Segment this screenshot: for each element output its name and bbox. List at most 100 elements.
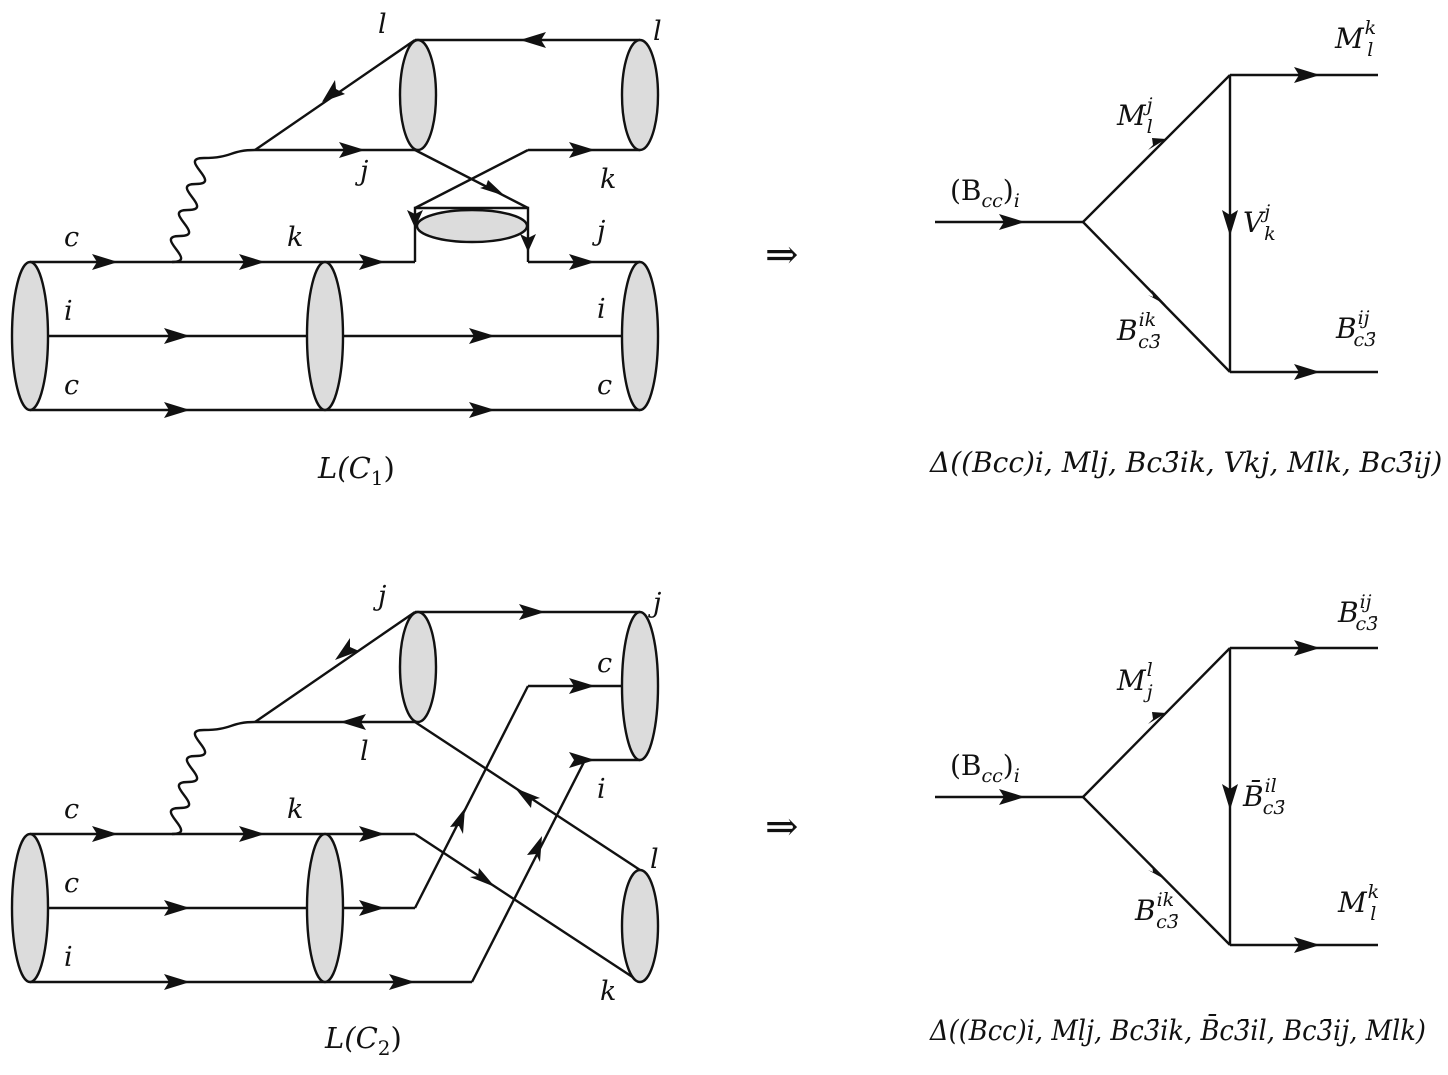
arrow: [322, 80, 345, 102]
label-c: c: [64, 794, 79, 825]
label-j: j: [355, 156, 368, 187]
arrow: [1294, 67, 1320, 83]
arrow: [1294, 640, 1320, 656]
arrow: [1148, 865, 1166, 880]
arrow: [239, 826, 265, 842]
blob-initial: [10, 832, 50, 984]
amplitude-c2: Δ((Bcc)i, Mlj, Bc3̄ik, B̄c3̄il, Bc3̄ij, …: [929, 1013, 1426, 1047]
arrow: [359, 254, 385, 270]
line-i-diagonal: [470, 759, 587, 983]
arrow: [470, 868, 495, 887]
arrow: [999, 214, 1025, 230]
arrow: [469, 402, 495, 418]
blob-final-meson: [620, 868, 660, 984]
arrow: [999, 789, 1025, 805]
arrow: [407, 210, 423, 228]
label-i: i: [597, 774, 606, 805]
arrow: [1222, 210, 1238, 236]
arrow: [1148, 290, 1166, 305]
arrow: [335, 638, 359, 660]
arrow: [164, 328, 190, 344]
blob-meson-left: [398, 38, 438, 152]
arrow: [1148, 138, 1166, 150]
label-i: i: [64, 296, 73, 327]
arrow: [92, 826, 118, 842]
label-k: k: [600, 976, 616, 1007]
line-c-diagonal: [413, 685, 530, 909]
arrow: [389, 974, 415, 990]
arrow: [164, 402, 190, 418]
arrow: [359, 826, 385, 842]
blob-exchange: [415, 208, 529, 244]
arrow: [480, 180, 505, 196]
label-l: l: [650, 844, 659, 875]
label-c: c: [597, 370, 612, 401]
arrow: [164, 900, 190, 916]
arrow: [569, 254, 595, 270]
arrow: [164, 974, 190, 990]
arrow: [469, 328, 495, 344]
line-j-quark: [254, 611, 416, 723]
arrow: [569, 678, 595, 694]
arrow: [569, 142, 595, 158]
label-k: k: [600, 164, 616, 195]
label-k: k: [287, 794, 303, 825]
arrow: [569, 752, 595, 768]
label-initial-bcc: (Bcc)i: [950, 174, 1020, 212]
arrow: [1148, 712, 1166, 724]
w-boson-wavy-line: [169, 720, 256, 836]
arrow: [340, 714, 366, 730]
label-j: j: [373, 581, 386, 612]
blob-final-baryon: [620, 610, 660, 762]
blob-meson-right: [620, 38, 660, 152]
line-upper-leg: [1082, 74, 1231, 223]
arrow: [239, 254, 265, 270]
arrow: [1294, 364, 1320, 380]
arrow: [515, 788, 540, 808]
label-initial-bcc: (Bcc)i: [950, 749, 1020, 787]
line-bubble-step: [413, 206, 530, 262]
label-j: j: [592, 216, 605, 247]
quark-diagram-c1: c i c l l j k k j i c L(C1): [10, 9, 662, 490]
blob-intermediate: [305, 832, 345, 984]
blob-final-baryon: [620, 260, 660, 412]
caption-l-c2: L(C2): [324, 1021, 402, 1060]
arrow: [527, 836, 542, 862]
amplitude-c1: Δ((Bcc)i, Mlj, Bc3̄ik, Vkj, Mlk, Bc3̄ij): [929, 446, 1442, 479]
arrow: [359, 900, 385, 916]
line-upper-leg: [1082, 647, 1231, 798]
blob-meson: [398, 610, 438, 724]
label-l: l: [653, 16, 662, 47]
arrow: [339, 142, 365, 158]
arrow: [520, 32, 546, 48]
arrow: [1222, 784, 1238, 810]
label-j: j: [648, 588, 661, 619]
label-l: l: [378, 9, 387, 40]
label-c: c: [64, 370, 79, 401]
implies-arrow-bottom: ⇒: [765, 804, 799, 850]
label-c: c: [64, 222, 79, 253]
label-c: c: [64, 868, 79, 899]
line-k-diagonal: [414, 832, 641, 984]
arrow: [519, 604, 545, 620]
label-c: c: [597, 648, 612, 679]
label-k: k: [287, 222, 303, 253]
arrow: [1294, 937, 1320, 953]
implies-arrow-top: ⇒: [765, 232, 799, 278]
caption-l-c1: L(C1): [317, 451, 395, 490]
w-boson-wavy-line: [169, 148, 256, 264]
blob-initial: [10, 260, 50, 412]
